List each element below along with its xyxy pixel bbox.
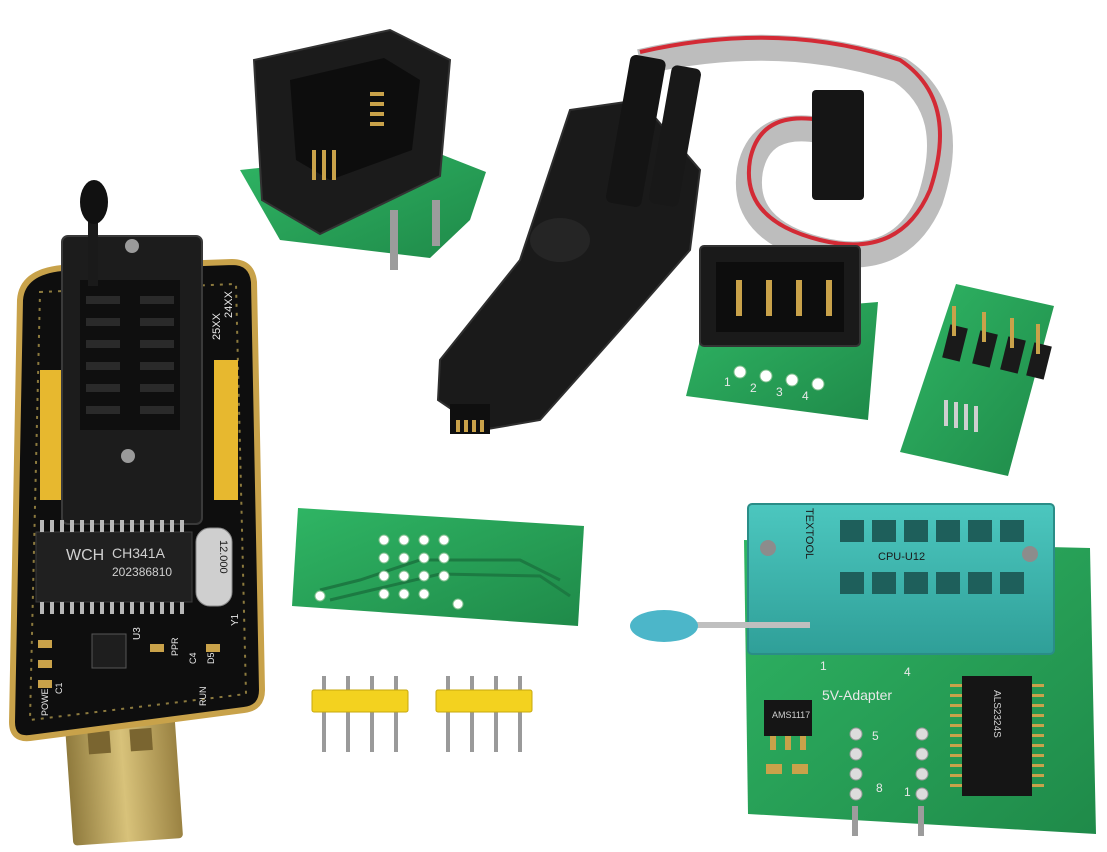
socket-model: CPU-U12 — [878, 551, 925, 563]
zif-lever — [88, 206, 98, 286]
idc-adapter-board: 1 2 3 4 — [686, 245, 878, 420]
idc-pin-3: 3 — [776, 385, 783, 399]
idc-pin-2: 2 — [750, 381, 757, 395]
adapter-1v8-board: TEXTOOL CPU-U12 AMS1117 5V-Adapter 1 4 5… — [630, 503, 1096, 836]
crystal-label: 12.000 — [217, 540, 229, 574]
label-c1: C1 — [54, 682, 64, 694]
label-u3: U3 — [132, 627, 143, 640]
dot-matrix-board — [292, 508, 584, 626]
socket-brand: TEXTOOL — [803, 508, 815, 559]
adapter-pin-8: 8 — [876, 781, 883, 795]
ch341a-chip — [35, 531, 193, 603]
teal-zif-lever — [690, 622, 810, 628]
ic-marking: ALS2324S — [991, 690, 1002, 738]
pin-header-right — [435, 676, 533, 752]
label-ppr: PPR — [170, 637, 180, 656]
idc-pin-1: 1 — [724, 375, 731, 389]
label-25xx: 25XX — [211, 312, 223, 340]
label-d5: D5 — [206, 652, 216, 664]
regulator-marking: AMS1117 — [772, 710, 810, 720]
crystal-oscillator — [195, 527, 233, 607]
soic-test-clip — [436, 34, 953, 434]
adapter-pin-4: 4 — [904, 665, 911, 679]
ch341a-programmer: 24XX 25XX WCH CH341A 202386810 12.000 Y1… — [8, 180, 266, 846]
sop8-dip8-board — [900, 284, 1054, 476]
chip-model: CH341A — [112, 545, 166, 561]
chip-code: 202386810 — [112, 565, 172, 579]
adapter-pin-1a: 1 — [820, 659, 827, 673]
pin-header-left — [311, 676, 409, 752]
adapter-ic — [962, 676, 1032, 796]
label-power: POWER — [40, 681, 50, 716]
adapter-pin-1b: 1 — [904, 785, 911, 799]
label-24xx: 24XX — [223, 290, 235, 318]
label-y1: Y1 — [230, 613, 241, 626]
label-run: RUN — [198, 687, 208, 707]
idc-pin-4: 4 — [802, 389, 809, 403]
adapter-label: 5V-Adapter — [822, 687, 892, 703]
chip-brand: WCH — [66, 547, 104, 564]
ribbon-connector — [812, 90, 864, 200]
label-c4: C4 — [188, 652, 198, 664]
adapter-pin-5: 5 — [872, 729, 879, 743]
voltage-regulator — [764, 700, 812, 736]
soic8-socket-adapter — [240, 28, 486, 270]
